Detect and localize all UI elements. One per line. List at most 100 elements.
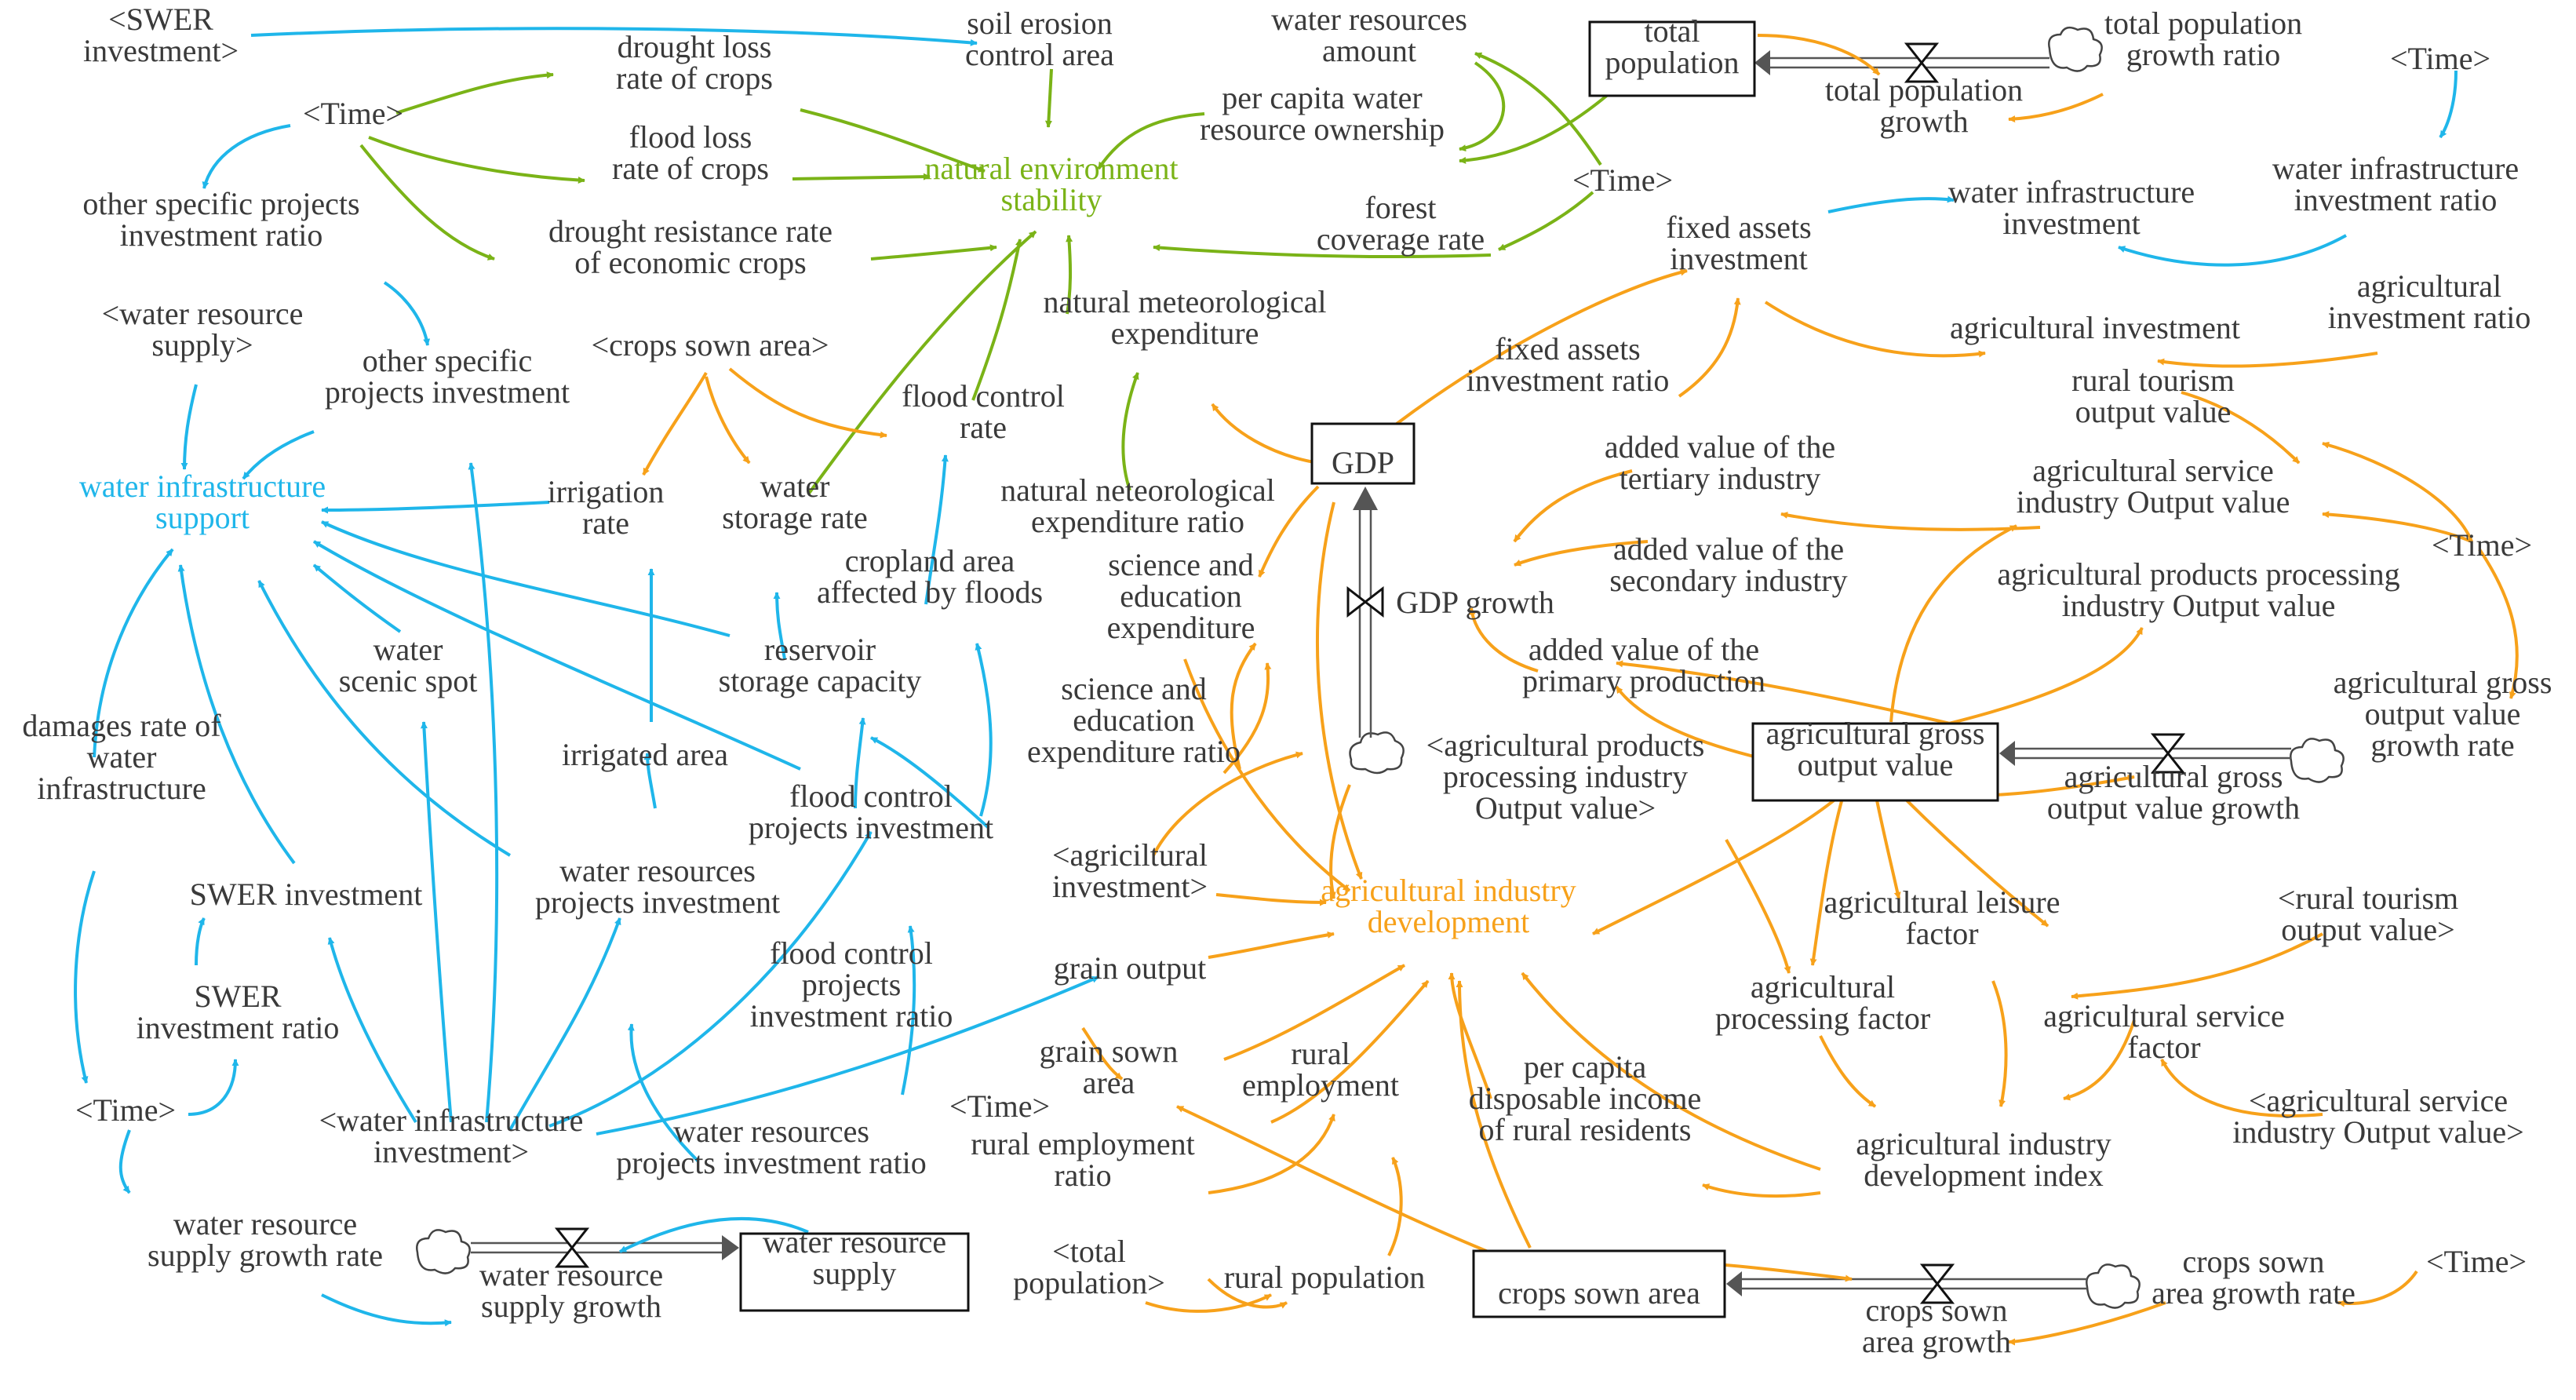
var-agricultural-products-processing-shadow-line-2: processing industry — [1443, 759, 1688, 794]
var-agricultural-leisure-factor-line-2: factor — [1905, 916, 1978, 951]
var-per-capita-water-resource-ownership-line-2: resource ownership — [1200, 111, 1445, 147]
key-water-infrastructure-support-line-2: support — [155, 500, 250, 535]
var-drought-resistance-rate-line-2: of economic crops — [574, 245, 806, 280]
var-water-resources-projects-investment-ratio-line-2: projects investment ratio — [616, 1145, 926, 1180]
rate-total-population-growth-line-2: growth — [1879, 104, 1968, 139]
var-water-storage-rate-line-2: storage rate — [722, 500, 867, 535]
var-agricultural-investment-ratio-line-2: investment ratio — [2328, 300, 2531, 335]
links-agricultural-industry — [642, 34, 2519, 1346]
var-fixed-assets-investment-line-1: fixed assets — [1666, 210, 1812, 245]
var-agricultural-industry-development-index-line-2: development index — [1864, 1158, 2103, 1193]
flow-total-population — [1754, 26, 2103, 83]
stock-gdp: GDP — [1332, 445, 1394, 480]
stock-total-population-box — [1588, 20, 1756, 97]
rate-crops-sown-area-growth-line-2: area growth — [1862, 1324, 2011, 1359]
var-water-resource-supply-shadow-line-2: supply> — [151, 327, 253, 363]
var-rural-tourism-output-value-line-1: rural tourism — [2071, 363, 2235, 398]
rate-agricultural-gross-output-value-growth-line-1: agricultural gross — [2064, 759, 2283, 794]
var-water-infrastructure-investment-line-2: investment — [2002, 206, 2141, 241]
var-agricultural-service-industry-output-value-line-2: industry Output value — [2017, 484, 2290, 520]
var-added-value-tertiary-industry-line-2: tertiary industry — [1620, 461, 1821, 496]
var-agricultural-gross-output-value-growth-rate-line-3: growth rate — [2370, 727, 2514, 763]
key-agricultural-industry-development-line-1: agricultural industry — [1321, 873, 1576, 908]
var-water-resources-projects-investment-ratio-line-1: water resources — [673, 1114, 869, 1149]
var-agricultural-service-factor-line-1: agricultural service — [2043, 998, 2285, 1034]
var-science-and-education-expenditure-ratio-line-1: science and — [1061, 671, 1206, 706]
var-agricultural-processing-factor-line-2: processing factor — [1715, 1001, 1930, 1036]
var-time-6: <Time> — [949, 1088, 1050, 1124]
var-agricultural-service-industry-output-value-line-1: agricultural service — [2032, 453, 2274, 488]
stock-water-supply-box — [739, 1232, 970, 1312]
var-rural-employment-ratio-line-2: ratio — [1054, 1158, 1111, 1193]
var-flood-control-projects-investment-ratio-line-1: flood control — [770, 935, 933, 971]
var-time-3: <Time> — [1572, 162, 1673, 198]
var-soil-erosion-control-area-line-2: control area — [965, 37, 1114, 72]
rate-total-population-growth-line-1: total population — [1825, 72, 2023, 108]
var-time-5: <Time> — [75, 1092, 176, 1128]
var-swer-investment-shadow-line-1: <SWER — [108, 2, 213, 37]
var-rural-tourism-output-value-shadow-line-2: output value> — [2281, 912, 2454, 947]
var-water-scenic-spot-line-1: water — [373, 632, 443, 667]
var-flood-control-projects-investment-ratio-line-3: investment ratio — [750, 998, 953, 1034]
var-added-value-primary-production-line-2: primary production — [1522, 663, 1765, 698]
var-damages-rate-of-water-infrastructure-line-2: water — [87, 739, 157, 775]
rate-water-resource-supply-growth-line-2: supply growth — [481, 1289, 661, 1324]
var-agricultural-gross-output-value-growth-rate-line-1: agricultural gross — [2334, 665, 2552, 700]
var-fixed-assets-investment-ratio-line-2: investment ratio — [1467, 363, 1670, 398]
var-agricultural-investment-ratio-line-1: agricultural — [2357, 268, 2501, 304]
var-water-resource-supply-growth-rate-line-2: supply growth rate — [148, 1238, 383, 1273]
var-water-storage-rate-line-1: water — [760, 468, 830, 504]
var-cropland-area-affected-by-floods-line-2: affected by floods — [817, 574, 1043, 610]
var-reservoir-storage-capacity-line-1: reservoir — [764, 632, 876, 667]
var-other-specific-projects-investment-ratio-line-2: investment ratio — [120, 217, 323, 253]
var-per-capita-water-resource-ownership-line-1: per capita water — [1222, 80, 1422, 115]
links-water-infrastructure — [74, 27, 2458, 1327]
stock-water-resource-supply-line-1: water resource — [763, 1224, 946, 1260]
var-total-population-shadow-line-2: population> — [1013, 1265, 1165, 1300]
stock-crops-sown-area: crops sown area — [1498, 1275, 1700, 1311]
links-natural-environment — [359, 52, 1610, 496]
key-natural-environment-stability-line-1: natural environment — [924, 151, 1178, 186]
var-science-and-education-expenditure-ratio-line-3: expenditure ratio — [1027, 734, 1241, 769]
var-agricultural-investment: agricultural investment — [1950, 310, 2240, 345]
var-water-resources-projects-investment-line-1: water resources — [559, 853, 756, 888]
var-irrigation-rate-line-1: irrigation — [548, 474, 665, 509]
var-agricultural-products-processing-shadow-line-3: Output value> — [1475, 790, 1656, 826]
flow-water-supply — [416, 1227, 739, 1274]
stock-total-population-line-2: population — [1605, 45, 1739, 80]
var-per-capita-disposable-income-line-3: of rural residents — [1478, 1112, 1691, 1147]
key-natural-environment-stability-line-2: stability — [1001, 182, 1102, 217]
var-water-scenic-spot-line-2: scenic spot — [339, 663, 478, 698]
key-water-infrastructure-support-line-1: water infrastructure — [79, 468, 326, 504]
rate-gdp-growth: GDP growth — [1396, 585, 1554, 620]
var-flood-control-rate-line-1: flood control — [902, 378, 1065, 414]
var-natural-neteorological-expenditure-ratio-line-2: expenditure ratio — [1031, 504, 1244, 539]
var-swer-investment-ratio-line-2: investment ratio — [137, 1010, 340, 1045]
var-agricultural-service-factor-line-2: factor — [2127, 1030, 2200, 1065]
var-time-7: <Time> — [2426, 1244, 2527, 1279]
var-water-infrastructure-investment-ratio-line-1: water infrastructure — [2272, 151, 2519, 186]
var-rural-employment-ratio-line-1: rural employment — [971, 1126, 1194, 1161]
var-science-and-education-expenditure-ratio-line-2: education — [1073, 702, 1195, 738]
var-added-value-secondary-industry-line-2: secondary industry — [1609, 563, 1847, 598]
var-other-specific-projects-investment-line-2: projects investment — [325, 374, 570, 410]
var-total-population-growth-ratio-line-2: growth ratio — [2126, 37, 2281, 72]
var-agricultural-gross-output-value-growth-rate-line-2: output value — [2365, 696, 2521, 731]
var-drought-resistance-rate-line-1: drought resistance rate — [548, 213, 833, 249]
var-water-infrastructure-investment-line-1: water infrastructure — [1948, 174, 2195, 210]
var-soil-erosion-control-area-line-1: soil erosion — [967, 5, 1113, 41]
stock-gdp-box — [1310, 422, 1416, 485]
var-irrigation-rate-line-2: rate — [582, 505, 629, 541]
var-per-capita-disposable-income-line-1: per capita — [1524, 1049, 1647, 1085]
rate-crops-sown-area-growth-line-1: crops sown — [1865, 1292, 2007, 1328]
flow-gdp — [1346, 487, 1405, 775]
var-agricultural-products-processing-shadow-line-1: <agricultural products — [1426, 727, 1705, 763]
key-agricultural-industry-development-line-2: development — [1368, 904, 1530, 939]
var-total-population-shadow-line-1: <total — [1052, 1234, 1126, 1269]
var-water-resource-supply-shadow-line-1: <water resource — [102, 296, 304, 331]
flow-agri-gross — [1999, 733, 2345, 783]
var-rural-population: rural population — [1224, 1260, 1426, 1295]
var-water-resource-supply-growth-rate-line-1: water resource — [173, 1206, 357, 1241]
